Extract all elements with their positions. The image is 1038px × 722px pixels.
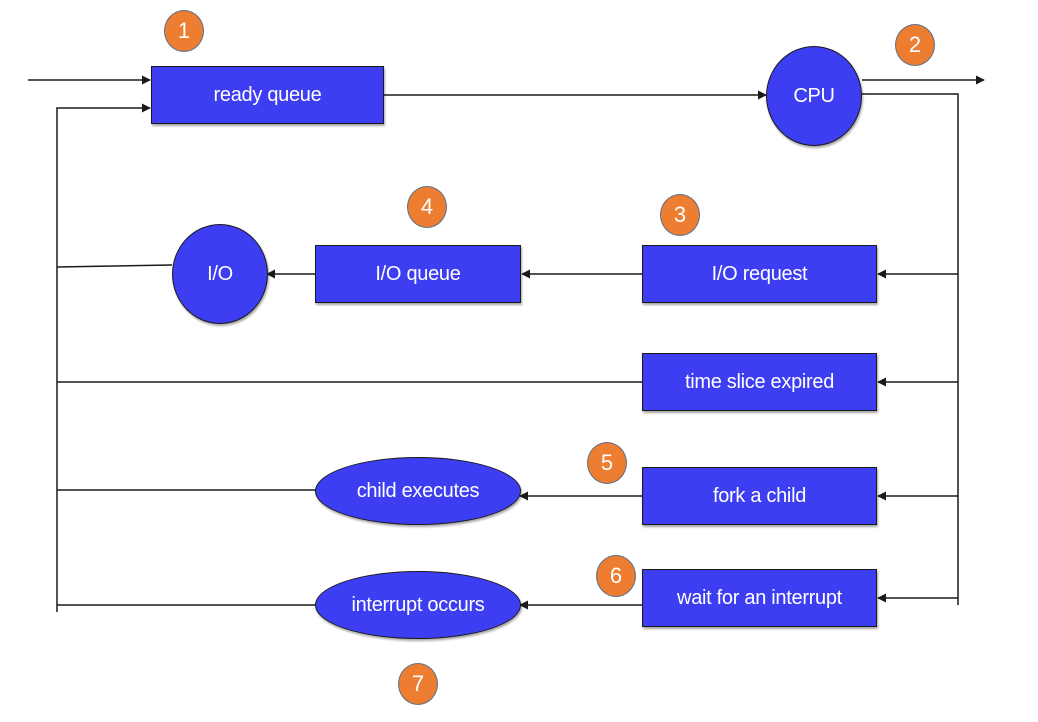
step-badge-3: 3 [660,194,700,236]
cpu-node: CPU [766,46,862,146]
child-executes-label: child executes [356,479,480,502]
io-label: I/O [207,262,233,285]
time-slice-expired-box: time slice expired [642,353,877,411]
wait-for-interrupt-label: wait for an interrupt [677,586,842,609]
io-request-box: I/O request [642,245,877,303]
step-badge-5: 5 [587,442,627,484]
interrupt-occurs-label: interrupt occurs [351,593,485,616]
cpu-label: CPU [793,84,835,107]
cpu-to-right-bus [862,93,959,605]
ready-queue-label: ready queue [213,83,322,106]
child-executes-node: child executes [315,457,521,525]
wait-for-interrupt-box: wait for an interrupt [642,569,877,627]
interrupt-occurs-node: interrupt occurs [315,571,521,639]
ready-queue-box: ready queue [151,66,384,124]
step-badge-6: 6 [596,555,636,597]
time-slice-expired-label: time slice expired [684,370,835,393]
io-request-label: I/O request [711,262,808,285]
fork-a-child-label: fork a child [712,484,807,507]
step-badge-7: 7 [398,663,438,705]
io-return-line [56,264,173,268]
left-return-bus [56,103,151,612]
io-queue-label: I/O queue [375,262,461,285]
step-badge-1: 1 [164,10,204,52]
fork-a-child-box: fork a child [642,467,877,525]
step-badge-2: 2 [895,24,935,66]
step-badge-4: 4 [407,186,447,228]
io-queue-box: I/O queue [315,245,521,303]
io-node: I/O [172,224,268,324]
